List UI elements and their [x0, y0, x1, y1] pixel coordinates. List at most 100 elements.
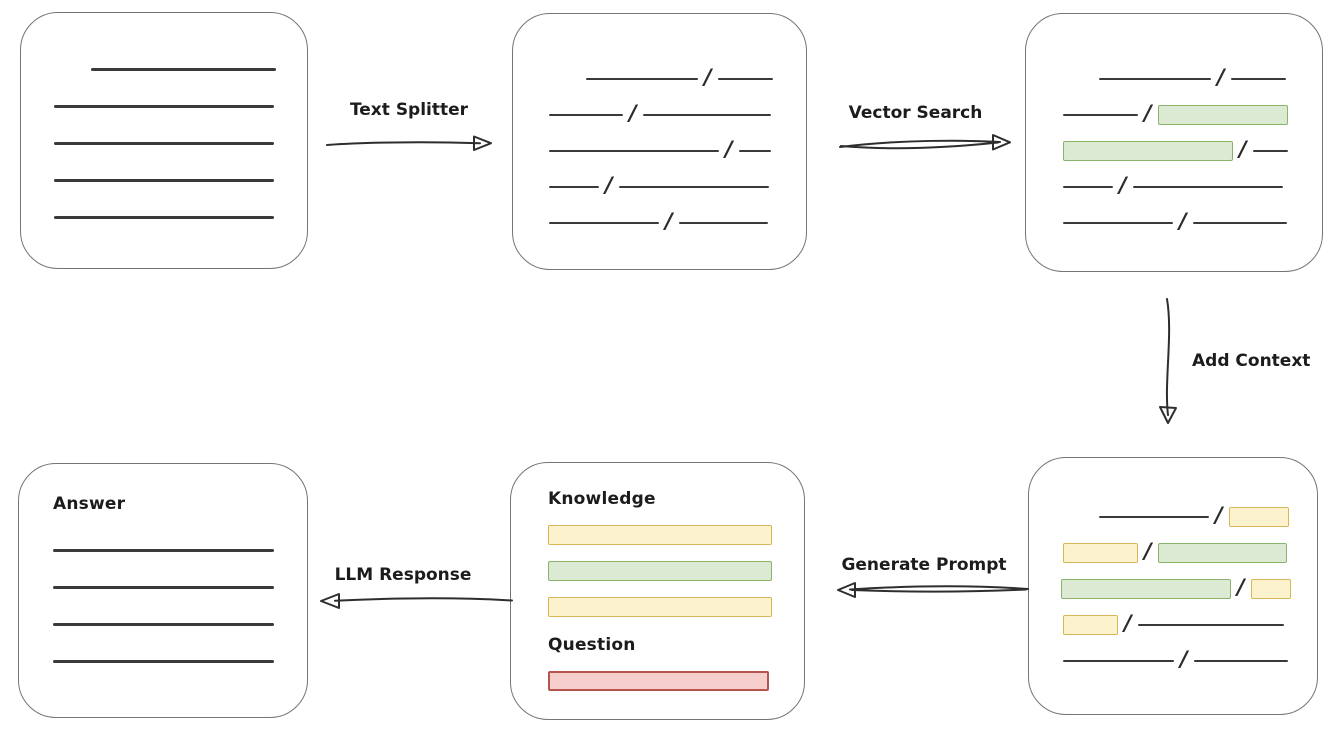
- green-chunk: [1157, 105, 1288, 125]
- yellow-chunk: [548, 525, 772, 545]
- yellow-chunk: [548, 597, 772, 617]
- text-line: [1132, 185, 1283, 189]
- text-splitter-label: Text Splitter: [349, 100, 469, 120]
- chunk-row: /: [1026, 169, 1322, 205]
- chunk-row: [53, 643, 307, 680]
- text-line: [54, 216, 274, 219]
- chunk-separator: /: [629, 101, 637, 125]
- chunk-separator: /: [1179, 209, 1187, 233]
- chunk-separator: /: [1217, 65, 1225, 89]
- answer-label: Answer: [53, 494, 126, 514]
- answer-node: Answer: [18, 463, 308, 718]
- text-line: [549, 185, 599, 189]
- text-line: [1063, 659, 1174, 663]
- chunk-separator: /: [1215, 503, 1223, 527]
- chunk-row: [53, 606, 307, 643]
- chunk-separator: /: [1144, 539, 1152, 563]
- chunk-separator: /: [1239, 137, 1247, 161]
- split-chunks-node: / / / / /: [512, 13, 807, 270]
- chunk-row: [548, 553, 804, 589]
- text-line: [1192, 221, 1287, 225]
- green-chunk: [1157, 543, 1287, 563]
- text-line: [1193, 659, 1288, 663]
- text-line: [678, 221, 768, 225]
- chunk-row: [53, 569, 307, 606]
- chunk-separator: /: [725, 137, 733, 161]
- prompt-node: Knowledge Question: [510, 462, 805, 720]
- yellow-chunk: [1063, 615, 1118, 635]
- chunk-row: /: [1026, 205, 1322, 241]
- chunk-row: /: [513, 61, 806, 97]
- chunk-row: /: [1026, 133, 1322, 169]
- chunk-separator: /: [704, 65, 712, 89]
- add-context-label: Add Context: [1192, 351, 1311, 371]
- source-document-node: [20, 12, 308, 269]
- chunk-row: /: [513, 169, 806, 205]
- chunk-row: [21, 162, 307, 199]
- green-chunk: [1061, 579, 1231, 599]
- chunk-row: /: [1026, 97, 1322, 133]
- chunk-separator: /: [1119, 173, 1127, 197]
- text-line: [738, 149, 771, 153]
- chunk-row: /: [1026, 61, 1322, 97]
- yellow-chunk: [1228, 507, 1289, 527]
- context-chunks-node: / / / / /: [1028, 457, 1318, 715]
- chunk-separator: /: [1124, 611, 1132, 635]
- knowledge-bars: [548, 517, 804, 625]
- chunk-row: /: [1029, 607, 1317, 643]
- text-line: [1099, 77, 1211, 81]
- chunk-row: [21, 88, 307, 125]
- chunk-row: /: [513, 133, 806, 169]
- chunk-row: /: [513, 205, 806, 241]
- answer-lines: [53, 532, 307, 680]
- chunk-separator: /: [1237, 575, 1245, 599]
- vector-search-results-node: / / / / /: [1025, 13, 1323, 272]
- vector-search-label: Vector Search: [848, 103, 983, 123]
- chunk-row: /: [1029, 535, 1317, 571]
- arrow-add-context: [1159, 298, 1177, 424]
- text-line: [1099, 515, 1209, 519]
- text-line: [53, 623, 274, 626]
- text-line: [1063, 113, 1138, 117]
- llm-response-label: LLM Response: [334, 565, 472, 585]
- chunk-row: /: [1029, 571, 1317, 607]
- chunk-row: [53, 532, 307, 569]
- text-line: [1063, 185, 1113, 189]
- text-line: [549, 113, 623, 117]
- knowledge-label: Knowledge: [548, 489, 656, 509]
- chunk-separator: /: [1180, 647, 1188, 671]
- chunk-row: /: [1029, 499, 1317, 535]
- chunk-row: /: [1029, 643, 1317, 679]
- arrow-vector-search: [839, 134, 1011, 151]
- green-chunk: [548, 561, 772, 581]
- text-line: [1230, 77, 1286, 81]
- text-line: [642, 113, 771, 117]
- yellow-chunk: [1250, 579, 1291, 599]
- text-line: [54, 142, 274, 145]
- chunk-row: [21, 51, 307, 88]
- text-line: [54, 179, 274, 182]
- chunk-row: [21, 199, 307, 236]
- chunk-separator: /: [665, 209, 673, 233]
- green-chunk: [1063, 141, 1233, 161]
- chunk-separator: /: [1144, 101, 1152, 125]
- text-line: [53, 660, 274, 663]
- text-line: [549, 149, 719, 153]
- text-line: [1252, 149, 1288, 153]
- text-line: [1137, 623, 1284, 627]
- text-line: [54, 105, 274, 108]
- text-line: [1063, 221, 1173, 225]
- question-bar: [548, 663, 804, 699]
- chunk-row: [548, 517, 804, 553]
- chunk-row: [21, 125, 307, 162]
- chunk-row: [548, 589, 804, 625]
- text-line: [586, 77, 698, 81]
- arrow-generate-prompt: [837, 582, 1029, 598]
- text-line: [618, 185, 769, 189]
- chunk-row: [548, 663, 804, 699]
- text-line: [91, 68, 276, 71]
- question-label: Question: [548, 635, 636, 655]
- arrow-llm-response: [320, 593, 513, 609]
- generate-prompt-label: Generate Prompt: [841, 555, 1007, 575]
